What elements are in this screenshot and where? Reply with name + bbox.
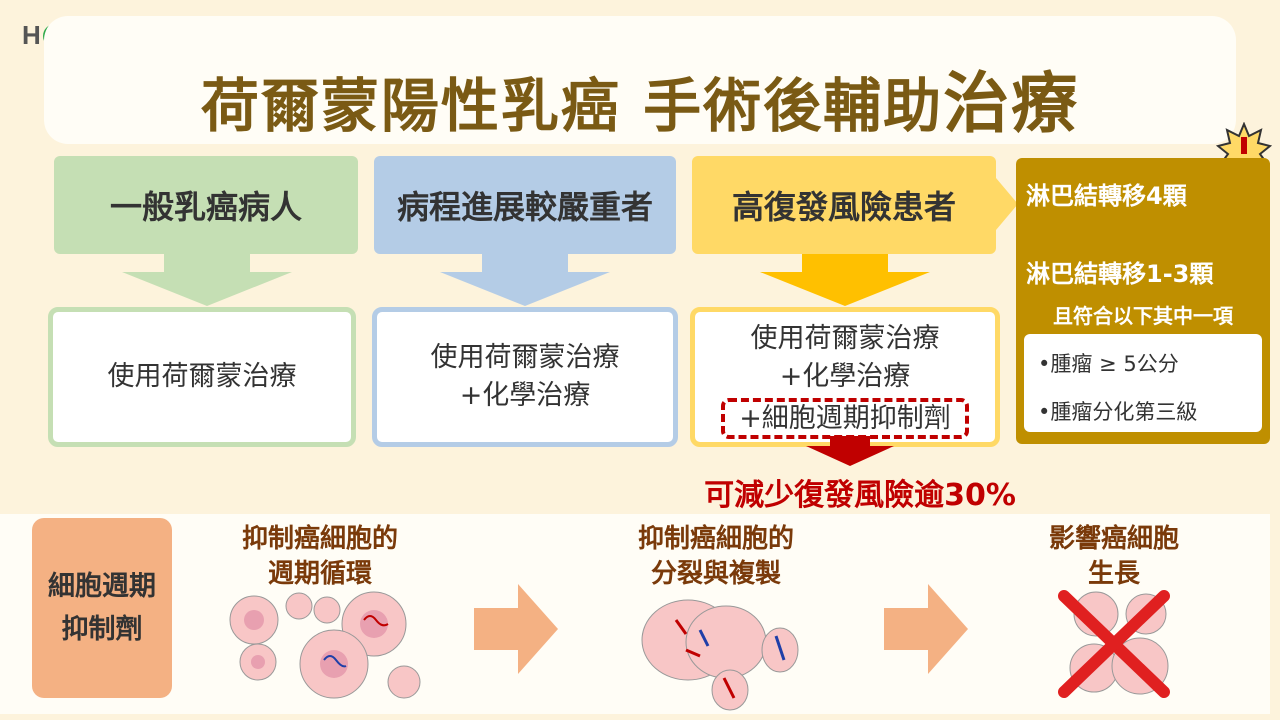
cross-out-icon	[1058, 590, 1170, 698]
title-panel: 荷爾蒙陽性乳癌 手術後輔助治療	[44, 16, 1236, 144]
down-arrow-icon	[440, 254, 610, 306]
pointer-arrow	[996, 178, 1018, 230]
step-line: 分裂與複製	[650, 559, 781, 590]
risk-reduction-text: 可減少復發風險逾30%	[704, 478, 1016, 513]
right-arrow-icon	[474, 584, 558, 674]
criterion-size: •腫瘤 ≥ 5公分	[1038, 352, 1179, 376]
treatment-box-general: 使用荷爾蒙治療	[48, 307, 356, 447]
category-high-risk: 高復發風險患者	[692, 156, 996, 254]
category-label: 病程進展較嚴重者	[396, 188, 653, 226]
step-line: 抑制癌細胞的	[241, 524, 398, 554]
down-arrow-icon	[760, 254, 930, 306]
lymph-4-nodes: 淋巴結轉移4顆	[1026, 182, 1187, 210]
treatment-box-high-risk: 使用荷爾蒙治療 +化學治療 +細胞週期抑制劑	[690, 307, 1000, 447]
down-arrow-icon	[806, 436, 894, 466]
step-line: 影響癌細胞	[1048, 524, 1179, 554]
logo-text-left: H	[22, 20, 42, 50]
cdk-inhibitor-label: 細胞週期 抑制劑	[32, 518, 172, 698]
step-line: 週期循環	[267, 559, 372, 590]
step-cycle: 抑制癌細胞的 週期循環	[210, 522, 430, 592]
treatment-line: +化學治療	[779, 360, 911, 392]
step-line: 生長	[1087, 559, 1140, 590]
right-arrow-icon	[884, 584, 968, 674]
down-arrow-icon	[122, 254, 292, 306]
category-severe: 病程進展較嚴重者	[374, 156, 676, 254]
cell-division-illustration	[641, 599, 799, 711]
step-division: 抑制癌細胞的 分裂與複製	[606, 522, 826, 592]
lymph-1-3-nodes: 淋巴結轉移1-3顆	[1026, 260, 1214, 288]
title-emphasis: 治療	[943, 65, 1080, 142]
cell-cycle-illustration	[229, 591, 421, 699]
step-line: 抑制癌細胞的	[637, 524, 794, 554]
treatment-box-severe: 使用荷爾蒙治療 +化學治療	[372, 307, 678, 447]
cdk-inhibitor-highlight: +細胞週期抑制劑	[721, 397, 969, 440]
criterion-grade: •腫瘤分化第三級	[1038, 400, 1198, 424]
title-main: 荷爾蒙陽性乳癌 手術後輔助	[200, 72, 944, 140]
cell-growth-blocked-illustration	[1058, 590, 1170, 698]
lymph-condition: 且符合以下其中一項	[1053, 304, 1233, 328]
criteria-box: •腫瘤 ≥ 5公分 •腫瘤分化第三級	[1024, 334, 1262, 432]
treatment-line: 使用荷爾蒙治療	[750, 323, 940, 354]
page-title: 荷爾蒙陽性乳癌 手術後輔助治療	[44, 50, 1236, 146]
mechanism-band	[0, 514, 1270, 714]
category-label: 一般乳癌病人	[109, 188, 302, 226]
treatment-line: +化學治療	[459, 380, 591, 411]
category-label: 高復發風險患者	[731, 188, 956, 226]
treatment-line: 使用荷爾蒙治療	[107, 361, 297, 393]
step-growth: 影響癌細胞 生長	[1004, 522, 1224, 592]
cdk-label-line: 細胞週期	[48, 570, 156, 602]
category-general: 一般乳癌病人	[54, 156, 358, 254]
lymph-node-panel: 淋巴結轉移4顆 淋巴結轉移1-3顆 且符合以下其中一項 •腫瘤 ≥ 5公分 •腫…	[1016, 158, 1270, 444]
cdk-label-line: 抑制劑	[61, 614, 143, 645]
treatment-line: 使用荷爾蒙治療	[430, 342, 620, 374]
